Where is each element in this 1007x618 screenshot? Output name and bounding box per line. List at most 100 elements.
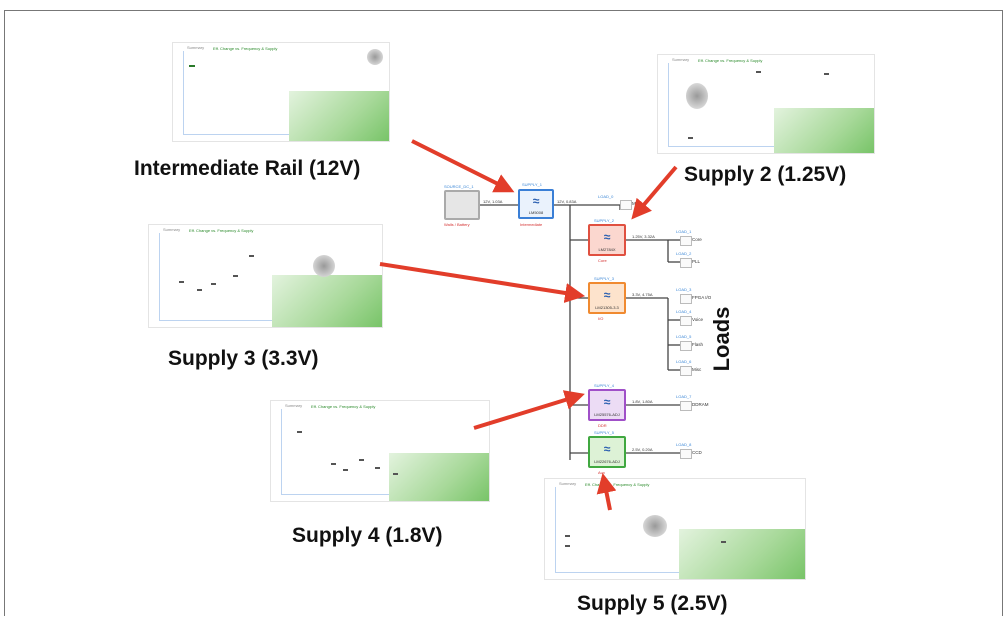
load-name: CCD <box>692 450 702 455</box>
supply-1-note: Intermediate <box>520 222 543 227</box>
supply-2-block[interactable]: ≈ LM2784X <box>588 224 626 256</box>
regulator-icon: ≈ <box>603 395 611 410</box>
supply-5-note: Aux <box>598 470 605 475</box>
thumbnail-title: Eff. Change vs. Frequency & Supply <box>311 404 376 409</box>
arrow-intermediate <box>411 139 515 193</box>
supply-4-note: DDR <box>598 423 607 428</box>
load-block[interactable] <box>680 294 692 304</box>
thumbnail-point <box>189 65 195 67</box>
supply-3-part: LM21305-3.3 <box>595 305 619 310</box>
load-name: FPGA I/O <box>692 295 712 300</box>
thumbnail-point <box>359 459 364 461</box>
load-block[interactable] <box>680 341 692 351</box>
thumbnail-tab: Summary <box>163 227 181 232</box>
supply-1-block[interactable]: ≈ LM5008 <box>518 189 554 219</box>
supply-4-label: SUPPLY_4 <box>594 383 614 388</box>
thumbnail-title: Eff. Change vs. Frequency & Supply <box>213 46 278 51</box>
thumbnail-supply-4: Summary Eff. Change vs. Frequency & Supp… <box>270 400 490 502</box>
thumbnail-point <box>249 255 254 257</box>
caption-intermediate-rail: Intermediate Rail (12V) <box>134 157 361 180</box>
thumbnail-title: Eff. Change vs. Frequency & Supply <box>585 482 650 487</box>
arrow-supply-4 <box>473 390 585 430</box>
thumbnail-blob <box>313 255 335 277</box>
thumbnail-tab: Summary <box>187 45 205 50</box>
supply-3-label: SUPPLY_3 <box>594 276 614 281</box>
thumbnail-y-axis <box>159 233 160 321</box>
thumbnail-point <box>565 545 570 547</box>
load-name: Misc <box>692 367 702 372</box>
thumbnail-x-axis <box>159 320 378 321</box>
supply-2-note: Core <box>598 258 607 263</box>
wire-label-supply-5-out: 2.5V, 0.20A <box>632 447 653 452</box>
thumbnail-blob <box>686 83 708 109</box>
thumbnail-point <box>393 473 398 475</box>
thumbnail-supply-2: Summary Eff. Change vs. Frequency & Supp… <box>657 54 875 154</box>
thumbnail-blob <box>643 515 667 537</box>
caption-supply-4: Supply 4 (1.8V) <box>292 524 443 547</box>
thumbnail-point <box>824 73 829 75</box>
thumbnail-point <box>688 137 693 139</box>
load-label: LOAD_1 <box>676 229 692 234</box>
thumbnail-tab: Summary <box>285 403 303 408</box>
wire-label-supply-3-out: 3.3V, 4.75A <box>632 292 653 297</box>
thumbnail-y-axis <box>555 487 556 573</box>
supply-5-label: SUPPLY_5 <box>594 430 614 435</box>
load-block[interactable] <box>680 449 692 459</box>
regulator-icon: ≈ <box>603 288 611 303</box>
thumbnail-supply-5: Summary Eff. Change vs. Frequency & Supp… <box>544 478 806 580</box>
load-label: LOAD_4 <box>676 309 692 314</box>
supply-4-part: LM25576-ADJ <box>594 412 620 417</box>
supply-2-part: LM2784X <box>598 247 616 252</box>
wire-label-supply-1-out: 12V, 0.83A <box>557 199 577 204</box>
thumbnail-point <box>565 535 570 537</box>
load-block[interactable] <box>680 316 692 326</box>
load-label: LOAD_8 <box>676 442 692 447</box>
arrow-supply-3 <box>379 262 586 303</box>
thumbnail-supply-3: Summary Eff. Change vs. Frequency & Supp… <box>148 224 383 328</box>
thumbnail-efficiency-region <box>272 275 382 327</box>
load-name: DDRAM <box>692 402 709 407</box>
thumbnail-tab: Summary <box>559 481 577 486</box>
regulator-icon: ≈ <box>603 230 611 245</box>
thumbnail-point <box>721 541 726 543</box>
thumbnail-point <box>343 469 348 471</box>
thumbnail-title: Eff. Change vs. Frequency & Supply <box>189 228 254 233</box>
arrow-supply-2 <box>631 165 678 220</box>
regulator-icon: ≈ <box>532 194 540 209</box>
caption-supply-2: Supply 2 (1.25V) <box>684 163 847 186</box>
source-block[interactable] <box>444 190 480 220</box>
thumbnail-x-axis <box>668 146 870 147</box>
thumbnail-point <box>331 463 336 465</box>
load-label: LOAD_0 <box>598 194 614 199</box>
supply-2-label: SUPPLY_2 <box>594 218 614 223</box>
thumbnail-x-axis <box>183 134 385 135</box>
thumbnail-tab: Summary <box>672 57 690 62</box>
wire-label-supply-4-out: 1.8V, 1.80A <box>632 399 653 404</box>
thumbnail-x-axis <box>281 494 485 495</box>
source-label: SOURCE_DC_1 <box>444 184 474 189</box>
load-name: Core <box>692 237 702 242</box>
load-block[interactable] <box>680 236 692 246</box>
supply-3-block[interactable]: ≈ LM21305-3.3 <box>588 282 626 314</box>
caption-supply-5: Supply 5 (2.5V) <box>577 592 728 615</box>
thumbnail-intermediate-rail: Summary Eff. Change vs. Frequency & Supp… <box>172 42 390 142</box>
thumbnail-point <box>375 467 380 469</box>
load-block[interactable] <box>680 366 692 376</box>
supply-5-block[interactable]: ≈ LM22676-ADJ <box>588 436 626 468</box>
thumbnail-y-axis <box>183 51 184 135</box>
thumbnail-efficiency-region <box>389 453 489 501</box>
thumbnail-title: Eff. Change vs. Frequency & Supply <box>698 58 763 63</box>
thumbnail-y-axis <box>668 63 669 147</box>
load-block[interactable] <box>680 258 692 268</box>
load-name: Flash <box>692 342 704 347</box>
arrow-supply-5 <box>596 472 617 511</box>
wire-label-supply-2-out: 1.25V, 3.32A <box>632 234 655 239</box>
thumbnail-efficiency-region <box>774 108 874 153</box>
caption-supply-3: Supply 3 (3.3V) <box>168 347 319 370</box>
supply-5-part: LM22676-ADJ <box>594 459 620 464</box>
thumbnail-y-axis <box>281 409 282 495</box>
supply-4-block[interactable]: ≈ LM25576-ADJ <box>588 389 626 421</box>
thumbnail-point <box>756 71 761 73</box>
load-block[interactable] <box>680 401 692 411</box>
